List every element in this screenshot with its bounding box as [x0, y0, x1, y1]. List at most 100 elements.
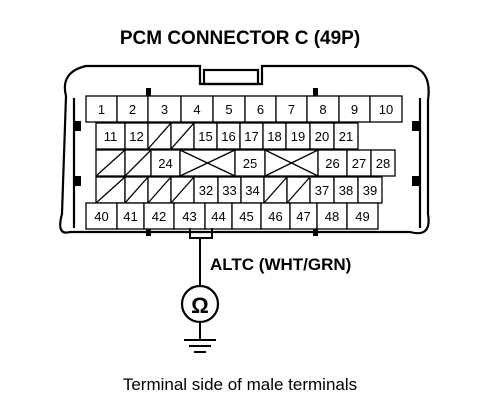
pin-8: 8 — [306, 95, 340, 123]
pin-label: 4 — [193, 102, 200, 117]
pin-3: 3 — [147, 95, 182, 123]
ohm-symbol: Ω — [191, 293, 209, 318]
pin-41: 41 — [116, 202, 145, 230]
blank-cavity — [170, 176, 195, 204]
pin-label: 46 — [268, 209, 282, 224]
pin-46: 46 — [260, 202, 291, 230]
pin-18: 18 — [262, 122, 287, 150]
pin-25: 25 — [234, 149, 266, 177]
pin-label: 18 — [267, 129, 281, 144]
pin-label: 27 — [352, 156, 366, 171]
pin-label: 11 — [104, 129, 118, 144]
pin-label: 43 — [182, 209, 196, 224]
pin-27: 27 — [346, 149, 372, 177]
connector-locks — [74, 88, 419, 236]
pin-17: 17 — [239, 122, 264, 150]
pin-48: 48 — [316, 202, 348, 230]
pin-1: 1 — [85, 95, 118, 123]
pin-43: 43 — [173, 202, 206, 230]
blank-cavity — [147, 176, 172, 204]
pin-40: 40 — [85, 202, 118, 230]
pin-label: 26 — [325, 156, 339, 171]
pin-label: 15 — [198, 129, 212, 144]
blank-cavity — [286, 176, 311, 204]
pin-20: 20 — [309, 122, 335, 150]
pin-12: 12 — [124, 122, 149, 150]
pin-label: 44 — [211, 209, 225, 224]
connector-housing — [59, 64, 430, 235]
pin-15: 15 — [193, 122, 218, 150]
pin-26: 26 — [317, 149, 348, 177]
pin-24: 24 — [150, 149, 181, 177]
pin-6: 6 — [244, 95, 277, 123]
pin-10: 10 — [369, 95, 403, 123]
pin-21: 21 — [333, 122, 359, 150]
lead-wire — [189, 228, 213, 286]
pin-label: 28 — [376, 156, 390, 171]
blank-cavity — [170, 122, 195, 150]
pin-label: 19 — [291, 129, 305, 144]
pin-label: 24 — [158, 156, 172, 171]
pin-label: 25 — [243, 156, 257, 171]
pin-label: 12 — [129, 129, 143, 144]
blank-cavity-crossed — [264, 149, 319, 177]
pin-label: 42 — [152, 209, 166, 224]
ground-icon — [184, 322, 216, 353]
pin-45: 45 — [231, 202, 262, 230]
pin-34: 34 — [240, 176, 265, 204]
pin-label: 40 — [94, 209, 108, 224]
pin-label: 39 — [363, 183, 377, 198]
pin-4: 4 — [180, 95, 214, 123]
pin-label: 8 — [319, 102, 326, 117]
pin-label: 45 — [239, 209, 253, 224]
pin-label: 3 — [161, 102, 168, 117]
pin-39: 39 — [357, 176, 383, 204]
diagram-caption: Terminal side of male terminals — [123, 375, 357, 394]
blank-cavity — [124, 149, 152, 177]
pin-5: 5 — [212, 95, 246, 123]
blank-cavity — [124, 176, 149, 204]
blank-cavity-crossed — [179, 149, 236, 177]
pin-38: 38 — [333, 176, 359, 204]
pin-28: 28 — [370, 149, 396, 177]
pin-33: 33 — [217, 176, 242, 204]
pin-7: 7 — [275, 95, 308, 123]
pin-label: 32 — [199, 183, 213, 198]
pin-label: 20 — [315, 129, 329, 144]
pin-label: 5 — [225, 102, 232, 117]
pin-47: 47 — [289, 202, 318, 230]
pin-44: 44 — [204, 202, 233, 230]
pin-label: 6 — [257, 102, 264, 117]
wire-label: ALTC (WHT/GRN) — [210, 255, 351, 274]
pin-label: 34 — [245, 183, 259, 198]
pin-2: 2 — [116, 95, 149, 123]
pin-label: 48 — [325, 209, 339, 224]
pin-label: 2 — [129, 102, 136, 117]
pin-label: 41 — [123, 209, 137, 224]
pin-label: 47 — [296, 209, 310, 224]
blank-cavity — [95, 176, 126, 204]
pin-label: 1 — [98, 102, 105, 117]
pin-19: 19 — [285, 122, 311, 150]
pin-label: 38 — [339, 183, 353, 198]
pin-label: 9 — [351, 102, 358, 117]
blank-cavity — [95, 149, 126, 177]
pin-42: 42 — [143, 202, 175, 230]
pin-label: 21 — [339, 129, 353, 144]
diagram-title: PCM CONNECTOR C (49P) — [120, 28, 360, 49]
pin-label: 49 — [355, 209, 369, 224]
pin-49: 49 — [346, 202, 379, 230]
blank-cavity — [147, 122, 172, 150]
pin-label: 7 — [288, 102, 295, 117]
blank-cavity — [263, 176, 288, 204]
pin-label: 33 — [222, 183, 236, 198]
pin-32: 32 — [193, 176, 219, 204]
pin-label: 17 — [244, 129, 258, 144]
pin-label: 10 — [379, 102, 393, 117]
pin-9: 9 — [338, 95, 371, 123]
pin-37: 37 — [309, 176, 335, 204]
pin-label: 37 — [315, 183, 329, 198]
pin-label: 16 — [221, 129, 235, 144]
